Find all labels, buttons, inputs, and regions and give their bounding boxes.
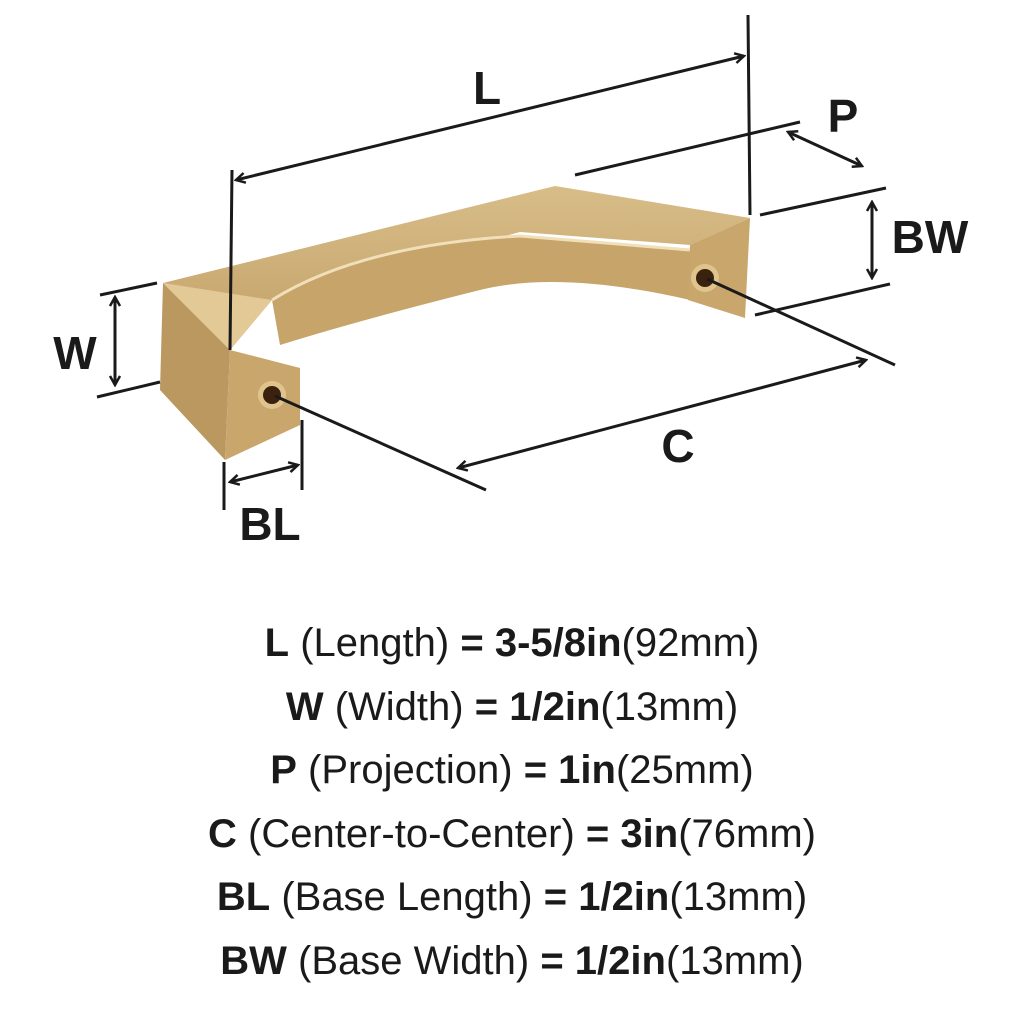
spec-equals: = xyxy=(543,875,568,919)
spec-code: BL xyxy=(216,875,271,919)
spec-name: (Center-to-Center) xyxy=(248,811,575,856)
spec-equals: = xyxy=(474,684,499,729)
spec-code: L xyxy=(264,621,290,665)
spec-name: (Length) xyxy=(300,621,450,665)
label-base-width: BW xyxy=(892,211,969,263)
spec-metric: (13mm) xyxy=(665,938,804,983)
spec-metric: (92mm) xyxy=(621,621,760,665)
label-projection: P xyxy=(828,90,859,142)
spec-imperial: 1/2in xyxy=(574,938,666,983)
spec-name: (Base Length) xyxy=(281,875,533,919)
spec-code: P xyxy=(270,748,297,792)
spec-name: (Base Width) xyxy=(298,938,530,983)
spec-metric: (76mm) xyxy=(678,811,816,856)
pull-dimension-diagram: L P BW W BL C xyxy=(53,14,969,550)
spec-equals: = xyxy=(460,621,484,665)
spec-equals: = xyxy=(585,811,610,856)
spec-equals: = xyxy=(540,938,564,983)
cabinet-pull xyxy=(160,186,750,460)
spec-equals: = xyxy=(523,748,548,792)
spec-metric: (13mm) xyxy=(600,684,739,729)
spec-row-base-width: BW (Base Width) = 1/2in(13mm) xyxy=(0,930,1024,994)
dimension-lines xyxy=(96,14,896,510)
label-center-to-center: C xyxy=(661,420,694,472)
spec-metric: (13mm) xyxy=(669,875,808,919)
spec-code: C xyxy=(208,811,237,856)
spec-name: (Projection) xyxy=(308,748,513,792)
spec-list: L (Length) = 3-5/8in(92mm) W (Width) = 1… xyxy=(0,612,1024,993)
spec-row-length: L (Length) = 3-5/8in(92mm) xyxy=(0,612,1024,676)
spec-imperial: 1/2in xyxy=(509,684,601,729)
spec-metric: (25mm) xyxy=(615,748,754,792)
label-width: W xyxy=(53,327,97,379)
label-base-length: BL xyxy=(239,498,300,550)
spec-code: BW xyxy=(220,938,287,983)
spec-row-base-length: BL (Base Length) = 1/2in(13mm) xyxy=(0,866,1024,930)
spec-imperial: 1/2in xyxy=(578,875,670,919)
spec-row-width: W (Width) = 1/2in(13mm) xyxy=(0,676,1024,740)
spec-imperial: 3in xyxy=(620,811,679,856)
spec-code: W xyxy=(285,684,324,729)
spec-row-projection: P (Projection) = 1in(25mm) xyxy=(0,739,1024,803)
label-length: L xyxy=(473,62,501,114)
spec-imperial: 3-5/8in xyxy=(494,621,622,665)
spec-row-center-to-center: C (Center-to-Center) = 3in(76mm) xyxy=(0,803,1024,867)
spec-imperial: 1in xyxy=(558,748,616,792)
spec-name: (Width) xyxy=(334,684,464,729)
